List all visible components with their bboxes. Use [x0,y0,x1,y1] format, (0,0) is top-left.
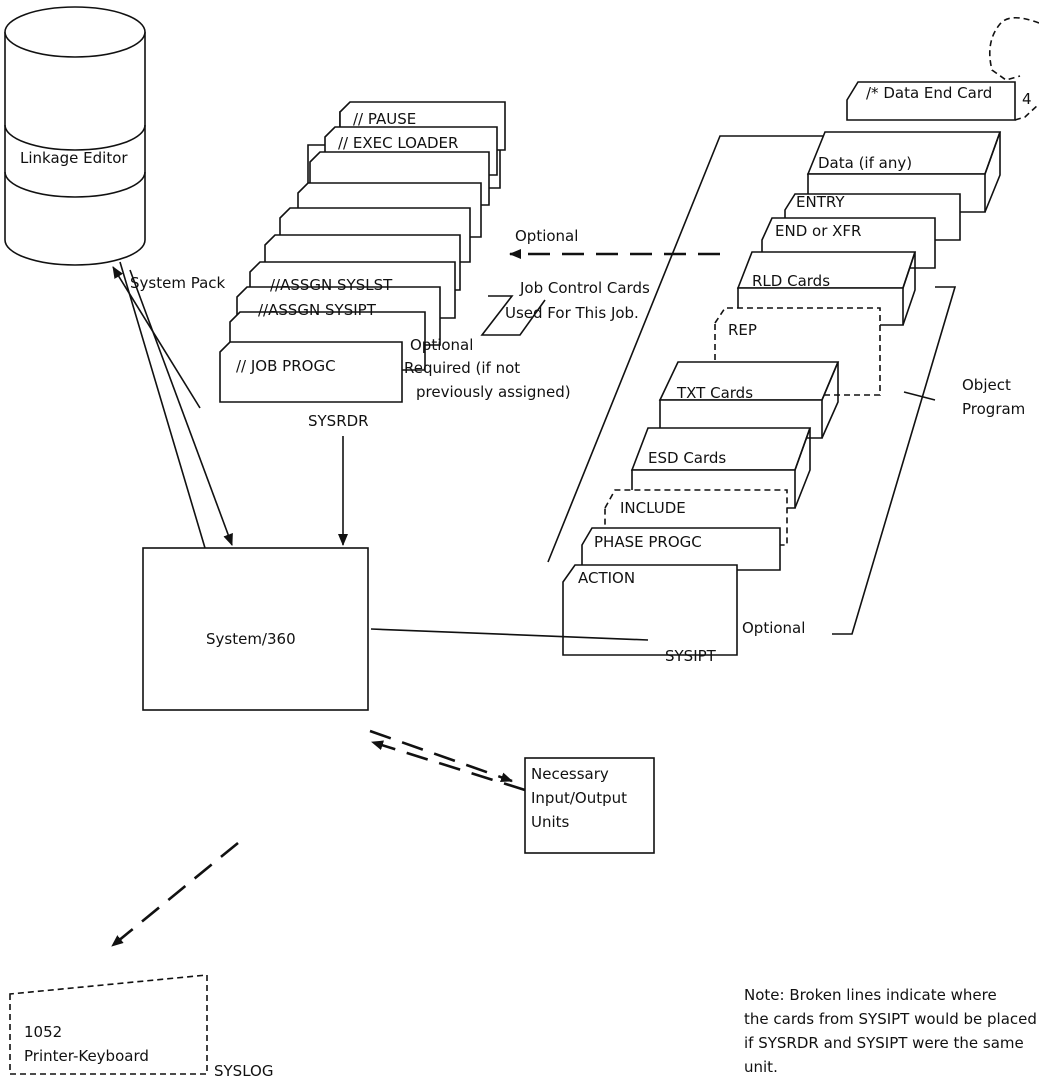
arrow-disk-to-system-2 [119,261,206,549]
sysrdr-device-label: SYSRDR [308,412,369,430]
note-line3: if SYSRDR and SYSIPT were the same [744,1034,1024,1052]
io-units-line3: Units [531,813,570,831]
object-label-line1: Object [962,376,1011,394]
arrow-to-disk [112,266,201,409]
sysipt-card-end-xfr: END or XFR [775,222,861,240]
syslog-label: SYSLOG [214,1062,273,1080]
io-units-line1: Necessary [531,765,609,783]
sysipt-deck: /* Data End Card Data (if any) ENTRY END… [547,81,1016,656]
sysrdr-card-assgn-sysipt: //ASSGN SYSIPT [258,301,377,319]
sysipt-card-phase-progc: PHASE PROGC [594,533,702,551]
job-control-bracket [480,295,546,336]
system-pack-disk: Linkage Editor [4,6,146,266]
arrow-sysipt-system [370,628,649,641]
io-units-line2: Input/Output [531,789,627,807]
sysipt-optional: Optional [742,619,805,637]
sysrdr-required-line1: Required (if not [404,359,520,377]
sysipt-device-label: SYSIPT [665,647,717,665]
sysipt-card-rld: RLD Cards [752,272,830,290]
sysrdr-required-line2: previously assigned) [416,383,571,401]
note-line4: unit. [744,1058,778,1076]
object-label-line2: Program [962,400,1025,418]
printer-line1: 1052 [24,1023,62,1041]
sysrdr-card-pause: // PAUSE [353,110,416,128]
connector-number: 4 [1022,90,1032,108]
off-page-connector [989,16,1039,81]
sysipt-card-esd: ESD Cards [648,449,726,467]
sysrdr-optional-1: Optional [515,227,578,245]
io-units-box [524,757,655,854]
sysipt-card-action: ACTION [578,569,635,587]
system-360-box [142,547,369,711]
arrow-to-system [129,269,233,546]
sysipt-card-rep: REP [728,321,757,339]
system-pack-label: System Pack [130,274,226,292]
note-line2: the cards from SYSIPT would be placed [744,1010,1037,1028]
sysipt-card-data-end: /* Data End Card [866,84,992,102]
printer-line2: Printer-Keyboard [24,1047,149,1065]
sysipt-card-entry: ENTRY [796,193,845,211]
job-control-line1: Job Control Cards [519,279,650,297]
sysrdr-card-job-progc: // JOB PROGC [236,357,336,375]
disk-label: Linkage Editor [20,149,128,167]
printer-keyboard-shape [9,974,208,1075]
dashed-arrow-from-io [371,740,526,792]
object-program-bracket-right [832,286,957,635]
job-control-line2: Used For This Job. [505,304,639,322]
system-360-label: System/360 [206,630,296,648]
sysrdr-deck: // PAUSE // EXEC LOADER //ASSGN SYSLST /… [219,101,506,403]
sysipt-card-txt: TXT Cards [676,384,753,402]
sysrdr-optional-2: Optional [410,336,473,354]
sysrdr-card-exec-loader: // EXEC LOADER [338,134,458,152]
sysipt-card-include: INCLUDE [620,499,686,517]
dashed-arrow-to-printer [111,841,239,948]
dashed-arrow-to-io [369,729,513,783]
object-program-bracket-left [547,135,845,563]
note-line1: Note: Broken lines indicate where [744,986,997,1004]
sysipt-card-data: Data (if any) [818,154,912,172]
sysrdr-card-assgn-syslst: //ASSGN SYSLST [270,276,393,294]
